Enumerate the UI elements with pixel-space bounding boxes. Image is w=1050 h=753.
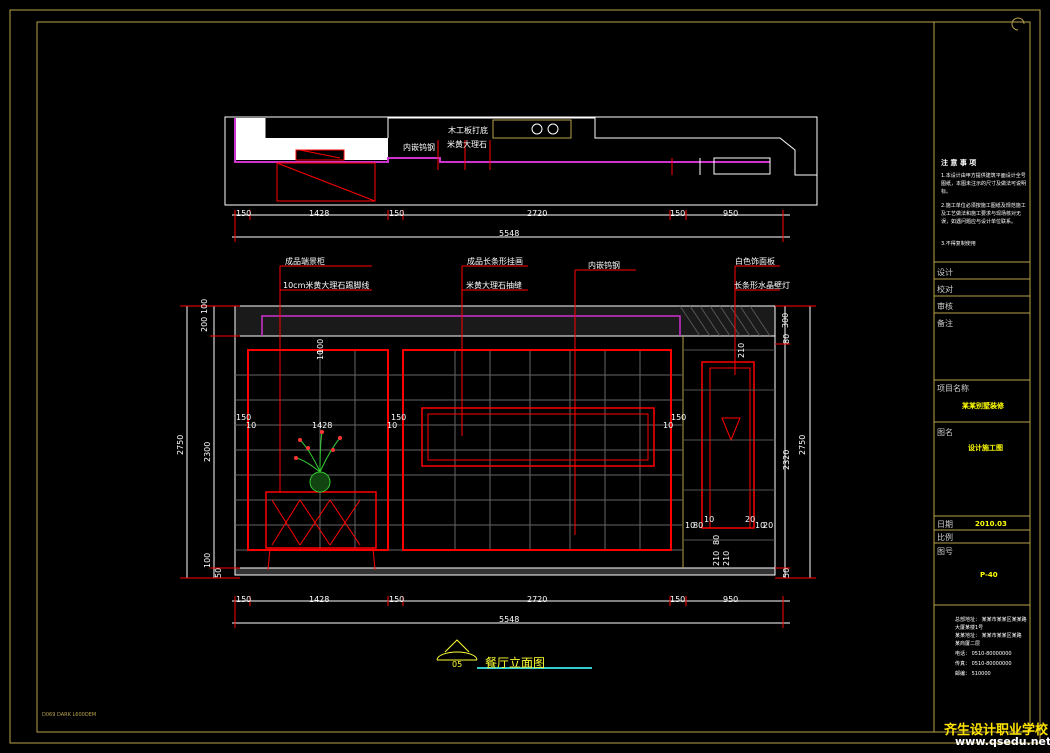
plan-view bbox=[224, 116, 818, 242]
figname-label: 图名 bbox=[937, 428, 953, 437]
elev-dim-3: 150 bbox=[389, 595, 405, 604]
elev-dim-4: 2720 bbox=[527, 595, 548, 604]
inner-150-mid: 150 bbox=[391, 413, 407, 422]
drawing-title: 餐厅立面图 bbox=[485, 656, 546, 670]
inner-10-right: 10 bbox=[663, 421, 674, 430]
plan-dim-6: 950 bbox=[723, 209, 739, 218]
right-v-210a: 210 bbox=[712, 550, 721, 566]
inner-10-mid: 10 bbox=[387, 421, 398, 430]
left-dim-sub: 2300 bbox=[203, 441, 212, 462]
plan-dim-1: 150 bbox=[236, 209, 252, 218]
date-label: 日期 bbox=[937, 520, 953, 529]
callout-marble-joint: 米黄大理石抽缝 bbox=[466, 281, 522, 290]
callout-console: 成品端景柜 bbox=[285, 257, 325, 266]
left-dim-50: 50 bbox=[214, 567, 223, 578]
corner-mark bbox=[1011, 17, 1025, 31]
bottom-left-note: D069 DARK L600DEM bbox=[42, 712, 97, 718]
plan-label-marble: 米黄大理石 bbox=[447, 140, 487, 149]
inner-150-right: 150 bbox=[671, 413, 687, 422]
right-dim-300: 300 bbox=[781, 312, 790, 328]
left-dim-200: 200 bbox=[200, 316, 209, 332]
elev-dim-5: 150 bbox=[670, 595, 686, 604]
right-dim-sub: 2320 bbox=[782, 449, 791, 470]
note-2: 2.施工单位必须按施工图纸及规范施工及工艺做法和施工要求与现场核对无误，如遇问题… bbox=[941, 203, 1026, 225]
left-dim-100b: 100 bbox=[203, 552, 212, 568]
note-3: 3.不得复制使用 bbox=[941, 241, 976, 247]
left-dim-100a: 100 bbox=[200, 298, 209, 314]
plan-dim-4: 2720 bbox=[527, 209, 548, 218]
callout-painting: 成品长条形挂画 bbox=[467, 257, 523, 266]
inner-1428: 1428 bbox=[312, 421, 333, 430]
right-v-210b: 210 bbox=[722, 550, 731, 566]
right-bot-20a: 20 bbox=[745, 515, 756, 524]
plan-label-steel: 内嵌钨钢 bbox=[403, 143, 435, 152]
scale-label: 比例 bbox=[937, 533, 953, 542]
address-3: 某某地址： 某某市某某区某路 bbox=[955, 633, 1022, 639]
address-7: 邮编： 510000 bbox=[955, 671, 991, 677]
plan-dim-3: 150 bbox=[389, 209, 405, 218]
inner-150-left: 150 bbox=[236, 413, 252, 422]
row-review: 审核 bbox=[937, 302, 953, 311]
elev-dim-2: 1428 bbox=[309, 595, 330, 604]
plan-dim-5: 150 bbox=[670, 209, 686, 218]
elev-dim-total: 5548 bbox=[499, 615, 520, 624]
callout-sconce: 长条形水晶壁灯 bbox=[734, 281, 790, 290]
plan-dim-2: 1428 bbox=[309, 209, 330, 218]
outer-frame bbox=[9, 9, 1041, 744]
address-4: 某商厦二层 bbox=[955, 641, 981, 647]
inner-top-100: 100 bbox=[316, 338, 325, 354]
notes-heading: 注 意 事 项 bbox=[941, 159, 977, 167]
date-value: 2010.03 bbox=[975, 520, 1007, 528]
project-label: 项目名称 bbox=[937, 384, 969, 393]
right-210-top: 210 bbox=[737, 342, 746, 358]
right-dim-50: 50 bbox=[782, 567, 791, 578]
note-1: 1.本设计由甲方提供建筑平面设计全号图纸，本图未注示的尺寸及做法可说明标。 bbox=[941, 173, 1027, 195]
right-bot-10b: 10 bbox=[704, 515, 715, 524]
fignum-label: 图号 bbox=[937, 547, 953, 556]
row-check: 校对 bbox=[937, 285, 953, 294]
address-5: 电话： 0510-80000000 bbox=[955, 651, 1012, 657]
left-dim-total: 2750 bbox=[176, 434, 185, 455]
address-2: 大厦某楼1号 bbox=[955, 625, 984, 631]
watermark-url: www.qsedu.net bbox=[955, 735, 1050, 748]
address-6: 传真： 0510-80000000 bbox=[955, 661, 1012, 667]
right-bot-80: 80 bbox=[693, 521, 704, 530]
row-design: 设计 bbox=[937, 268, 953, 277]
watermark-school: 齐生设计职业学校 bbox=[944, 723, 1049, 738]
elev-dim-6: 950 bbox=[723, 595, 739, 604]
plan-label-wood: 木工板打底 bbox=[448, 126, 488, 135]
title-block bbox=[933, 21, 1031, 733]
right-dim-80: 80 bbox=[782, 333, 791, 344]
project-value: 某某别墅装修 bbox=[962, 402, 1004, 410]
row-remark: 备注 bbox=[937, 319, 953, 328]
fignum-value: P-40 bbox=[980, 571, 998, 579]
figname-value: 设计施工图 bbox=[968, 444, 1003, 452]
right-bot-20b: 20 bbox=[763, 521, 774, 530]
right-dim-total: 2750 bbox=[798, 434, 807, 455]
callout-panel: 白色饰面板 bbox=[735, 257, 775, 266]
address-1: 总部地址： 某某市某某区某某路 bbox=[955, 617, 1027, 623]
elevation-view bbox=[180, 265, 816, 669]
right-v-80: 80 bbox=[712, 534, 721, 545]
plan-dim-total: 5548 bbox=[499, 229, 520, 238]
right-bot-10a: 10 bbox=[685, 521, 696, 530]
inner-10-left: 10 bbox=[246, 421, 257, 430]
callout-skirting: 10cm米黄大理石踢脚线 bbox=[283, 281, 370, 290]
callout-steel: 内嵌钨钢 bbox=[588, 261, 620, 270]
drawing-number: 05 bbox=[452, 660, 463, 669]
right-bot-10c: 10 bbox=[755, 521, 766, 530]
elev-dim-1: 150 bbox=[236, 595, 252, 604]
